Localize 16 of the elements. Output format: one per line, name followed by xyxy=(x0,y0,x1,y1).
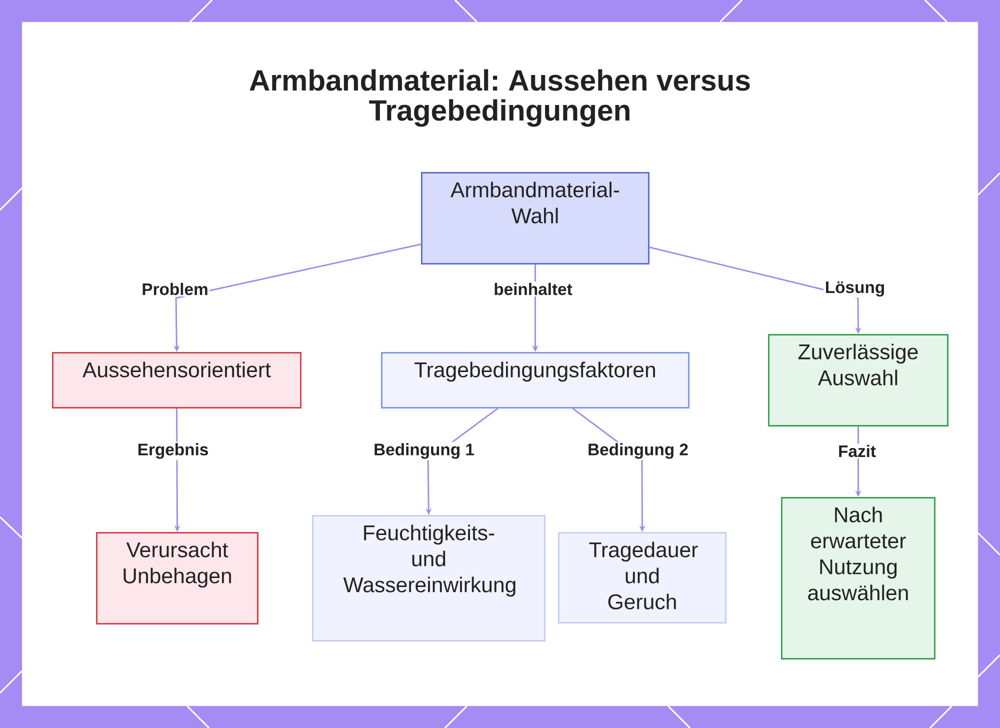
process-box: Feuchtigkeits- und Wassereinwirkung xyxy=(312,515,546,642)
process-box: Zuverlässige Auswahl xyxy=(768,334,948,426)
process-box: Aussehensorientiert xyxy=(52,352,302,408)
edge-label: beinhaltet xyxy=(492,282,574,296)
title: Armbandmaterial: Aussehen versus Tragebedingungen xyxy=(250,69,750,127)
edge-label: Bedingung 2 xyxy=(586,442,690,460)
process-box: Tragedauer und Geruch xyxy=(558,532,726,624)
edge-label: Bedingung 1 xyxy=(372,442,476,460)
edge-label: Problem xyxy=(140,282,210,296)
process-box: Tragebedingungsfaktoren xyxy=(381,352,690,408)
edge-label: Lösung xyxy=(824,280,886,298)
edge-label: Fazit xyxy=(836,444,878,458)
process-box: Nach erwarteter Nutzung auswählen xyxy=(781,497,936,660)
process-box: Armbandmaterial-Wahl xyxy=(421,172,650,264)
edge-label: Ergebnis xyxy=(136,442,210,460)
process-box: Verursacht Unbehagen xyxy=(96,532,258,624)
